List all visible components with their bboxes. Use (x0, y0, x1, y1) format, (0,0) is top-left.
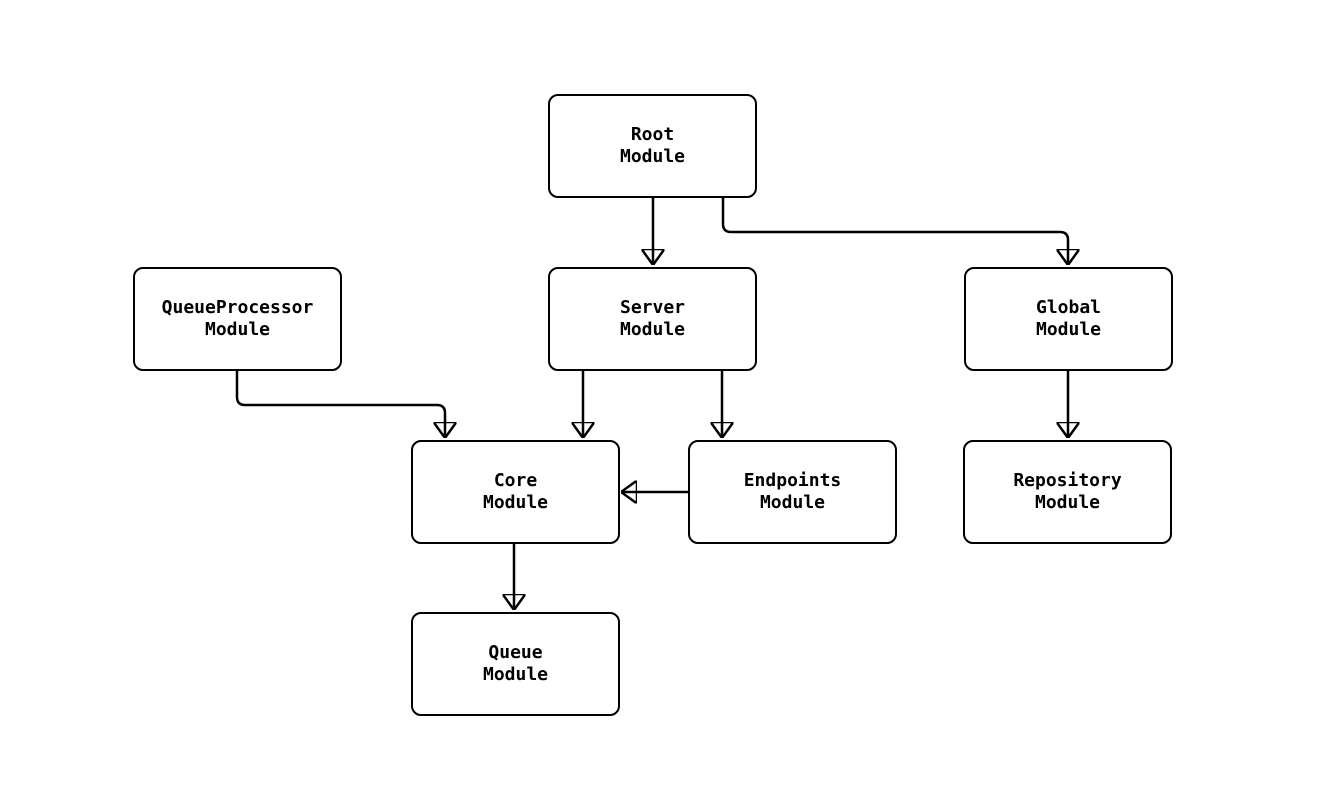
node-root-module: Root Module (548, 94, 757, 198)
node-server-module-label: Server Module (619, 297, 686, 340)
edge-root-to-global (721, 198, 1068, 264)
node-root-module-label: Root Module (619, 124, 686, 167)
node-repository-module: Repository Module (963, 440, 1172, 544)
node-server-module: Server Module (548, 267, 757, 371)
node-endpoints-module-label: Endpoints Module (743, 470, 842, 513)
node-repository-module-label: Repository Module (1013, 470, 1122, 513)
node-endpoints-module: Endpoints Module (688, 440, 897, 544)
node-queueprocessor-module: QueueProcessor Module (133, 267, 342, 371)
node-queue-module-label: Queue Module (482, 642, 549, 685)
node-core-module-label: Core Module (482, 470, 549, 513)
node-global-module: Global Module (964, 267, 1173, 371)
node-queueprocessor-module-label: QueueProcessor Module (161, 297, 314, 340)
node-queue-module: Queue Module (411, 612, 620, 716)
edge-queueprocessor-to-core (235, 371, 445, 437)
node-core-module: Core Module (411, 440, 620, 544)
node-global-module-label: Global Module (1035, 297, 1102, 340)
